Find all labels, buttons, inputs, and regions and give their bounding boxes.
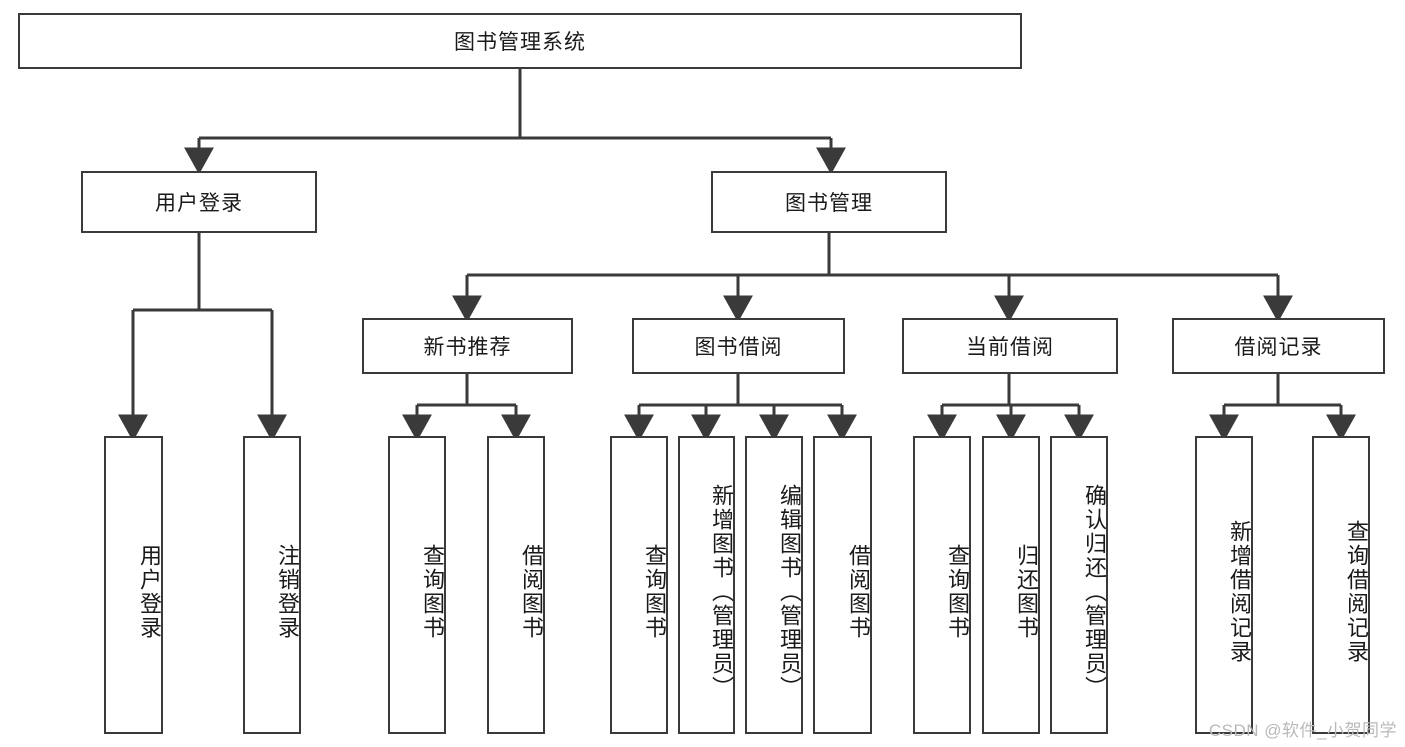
leaf-query-book-current[interactable]: 查询图书 [913,436,971,734]
node-new-book-recommend-label: 新书推荐 [423,336,512,359]
leaf-query-book-borrow[interactable]: 查询图书 [610,436,668,734]
leaf-user-login[interactable]: 用户登录 [104,436,163,734]
node-current-borrow[interactable]: 当前借阅 [902,318,1118,374]
leaf-borrow-book-recommend-label: 借阅图书 [519,544,544,640]
leaf-logout[interactable]: 注销登录 [243,436,301,734]
leaf-query-borrow-record-label: 查询借阅记录 [1344,520,1369,664]
node-current-borrow-label: 当前借阅 [966,336,1054,359]
leaf-logout-label: 注销登录 [275,544,300,640]
node-new-book-recommend[interactable]: 新书推荐 [362,318,573,374]
leaf-return-book[interactable]: 归还图书 [982,436,1040,734]
node-user-login[interactable]: 用户登录 [81,171,317,233]
node-borrow-record[interactable]: 借阅记录 [1172,318,1385,374]
leaf-query-book-borrow-label: 查询图书 [642,544,667,640]
leaf-user-login-label: 用户登录 [137,544,162,640]
leaf-return-book-label: 归还图书 [1014,544,1039,640]
watermark-text: CSDN @软件_小贺同学 [1208,721,1397,740]
leaf-add-borrow-record-label: 新增借阅记录 [1227,520,1252,664]
node-root-label: 图书管理系统 [454,31,586,54]
leaf-confirm-return-admin[interactable]: 确认归还（管理员） [1050,436,1108,734]
node-book-management-label: 图书管理 [785,192,873,215]
leaf-query-book-recommend-label: 查询图书 [420,544,445,640]
node-user-login-label: 用户登录 [155,192,243,215]
node-book-management[interactable]: 图书管理 [711,171,947,233]
leaf-confirm-return-admin-label: 确认归还（管理员） [1082,484,1107,700]
node-root[interactable]: 图书管理系统 [18,13,1022,69]
leaf-edit-book-admin-label: 编辑图书（管理员） [777,484,802,700]
leaf-borrow-book-label: 借阅图书 [846,544,871,640]
leaf-add-borrow-record[interactable]: 新增借阅记录 [1195,436,1253,734]
node-borrow-record-label: 借阅记录 [1234,336,1323,359]
leaf-query-book-current-label: 查询图书 [945,544,970,640]
node-book-borrow[interactable]: 图书借阅 [632,318,845,374]
leaf-borrow-book[interactable]: 借阅图书 [813,436,872,734]
leaf-add-book-admin-label: 新增图书（管理员） [709,484,734,700]
leaf-query-book-recommend[interactable]: 查询图书 [388,436,446,734]
leaf-query-borrow-record[interactable]: 查询借阅记录 [1312,436,1370,734]
node-book-borrow-label: 图书借阅 [694,336,783,359]
leaf-edit-book-admin[interactable]: 编辑图书（管理员） [745,436,803,734]
leaf-add-book-admin[interactable]: 新增图书（管理员） [678,436,735,734]
leaf-borrow-book-recommend[interactable]: 借阅图书 [487,436,545,734]
